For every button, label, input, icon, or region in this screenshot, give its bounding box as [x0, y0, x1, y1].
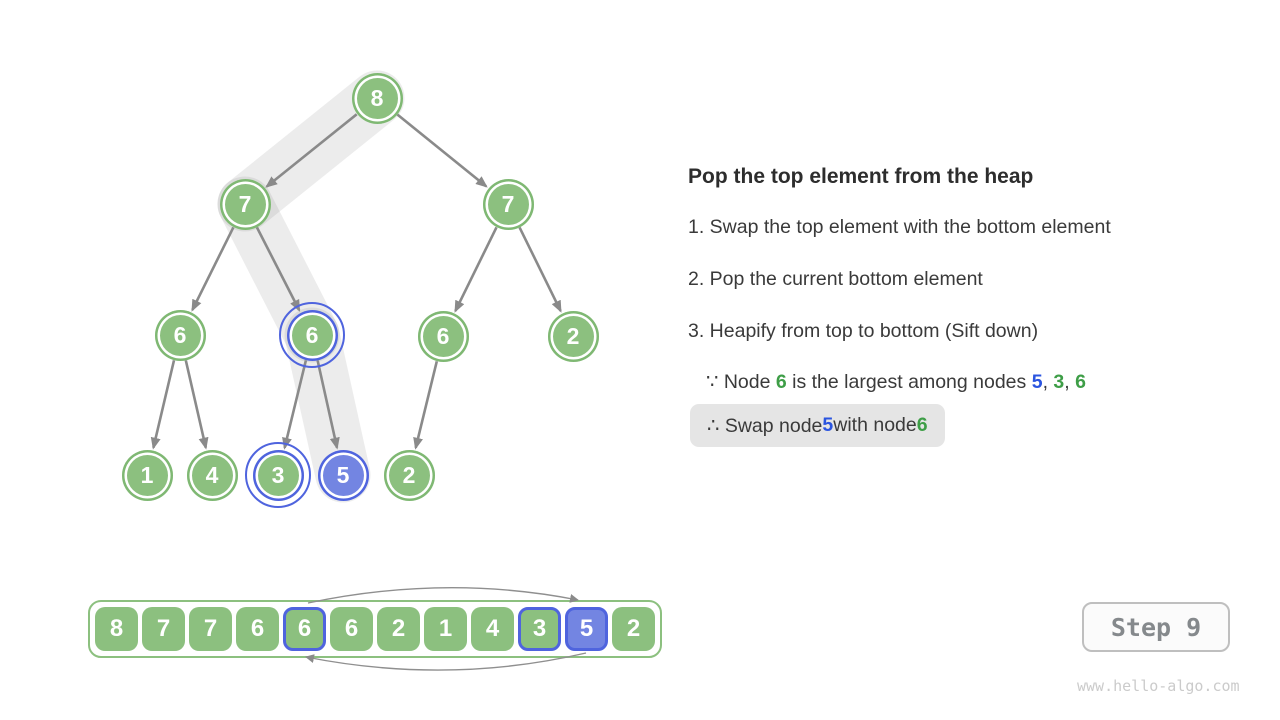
- tree-edge: [316, 360, 340, 450]
- because-comma-1: ,: [1042, 371, 1054, 393]
- therefore-middle: with node: [833, 414, 917, 436]
- array-cell-8: 4: [471, 607, 514, 651]
- tree-node-1: 1: [121, 449, 173, 501]
- tree-edge: [255, 226, 301, 312]
- tree-edge: [265, 113, 358, 188]
- array-cell-5: 6: [330, 607, 373, 651]
- panel-therefore-box: ∴ Swap node 5 with node 6: [690, 404, 945, 447]
- panel-title: Pop the top element from the heap: [688, 165, 1034, 188]
- tree-node-2-b: 2: [383, 449, 435, 501]
- array-cell-0: 8: [95, 607, 138, 651]
- panel-step-3: 3. Heapify from top to bottom (Sift down…: [688, 320, 1039, 342]
- tree-node-2-a: 2: [547, 310, 599, 362]
- tree-edge: [191, 226, 235, 312]
- tree-node-6-highlighted: 6: [279, 302, 345, 368]
- tree-node-root-8: 8: [351, 72, 403, 124]
- array-cell-9-highlighted: 3: [518, 607, 561, 651]
- because-middle: is the largest among nodes: [786, 371, 1032, 393]
- tree-edge: [184, 360, 209, 450]
- array-cell-10-filled: 5: [565, 607, 608, 651]
- therefore-prefix: ∴ Swap node: [707, 414, 823, 437]
- panel-because-line: ∵ Node 6 is the largest among nodes 5, 3…: [706, 370, 1086, 394]
- tree-node-4: 4: [186, 449, 238, 501]
- tree-node-3-highlighted: 3: [245, 442, 311, 508]
- tree-node-6-c: 6: [417, 310, 469, 362]
- array-cell-7: 1: [424, 607, 467, 651]
- tree-edge: [413, 360, 439, 450]
- array-cell-6: 2: [377, 607, 420, 651]
- array-cell-1: 7: [142, 607, 185, 651]
- heap-array: 8 7 7 6 6 6 2 1 4 3 5 2: [88, 600, 662, 658]
- tree-edge: [396, 113, 488, 188]
- because-prefix: ∵ Node: [706, 371, 776, 393]
- therefore-node-6: 6: [916, 414, 928, 436]
- because-node-6: 6: [775, 371, 787, 393]
- array-cell-3: 6: [236, 607, 279, 651]
- tree-edge: [282, 359, 308, 450]
- panel-step-2: 2. Pop the current bottom element: [688, 268, 983, 290]
- because-comma-2: ,: [1064, 371, 1076, 393]
- tree-node-5-filled: 5: [317, 449, 369, 501]
- tree-node-7-right: 7: [482, 178, 534, 230]
- tree-node-7-left: 7: [219, 178, 271, 230]
- array-cell-4-highlighted: 6: [283, 607, 326, 651]
- tree-edge: [454, 226, 498, 313]
- because-node-5: 5: [1031, 371, 1043, 393]
- because-node-3: 3: [1053, 371, 1065, 393]
- therefore-node-5: 5: [822, 414, 834, 436]
- because-node-6b: 6: [1075, 371, 1086, 393]
- array-cell-2: 7: [189, 607, 232, 651]
- step-badge[interactable]: Step 9: [1082, 602, 1230, 652]
- panel-step-1: 1. Swap the top element with the bottom …: [688, 216, 1111, 238]
- tree-edge: [150, 360, 176, 450]
- tree-node-6-a: 6: [154, 309, 206, 361]
- array-cell-11: 2: [612, 607, 655, 651]
- watermark-url: www.hello-algo.com: [1077, 677, 1240, 695]
- tree-edge: [518, 226, 562, 313]
